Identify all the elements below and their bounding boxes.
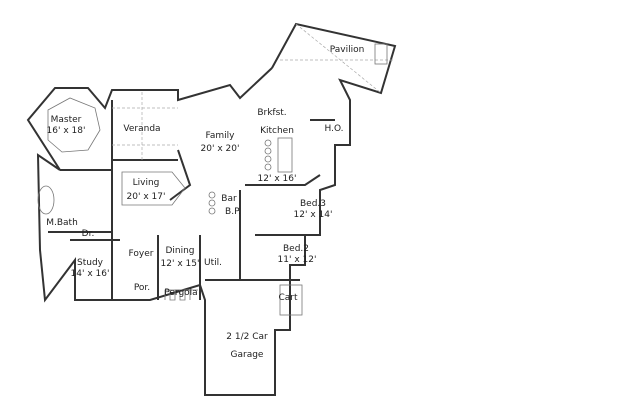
room-garage: 2 1/2 Car: [226, 332, 268, 342]
room-bed3-size: 12' x 14': [294, 210, 333, 220]
room-bed3: Bed.3: [300, 199, 326, 209]
room-kitchen-size: 12' x 16': [258, 174, 297, 184]
room-ho: H.O.: [324, 124, 343, 134]
room-bed2: Bed.2: [283, 244, 309, 254]
room-por: Por.: [134, 283, 150, 293]
room-foyer: Foyer: [129, 249, 154, 259]
room-pergola: Pergola: [164, 288, 197, 298]
room-study-size: 14' x 16': [71, 269, 110, 279]
room-brkfst: Brkfst.: [257, 108, 286, 118]
walls: [26, 22, 397, 396]
room-dr: Dr.: [82, 229, 95, 239]
room-bar: Bar: [221, 194, 237, 204]
room-family-size: 20' x 20': [201, 144, 240, 154]
room-living-size: 20' x 17': [127, 192, 166, 202]
room-master-size: 16' x 18': [47, 126, 86, 136]
room-pavilion: Pavilion: [330, 45, 365, 55]
room-bed2-size: 11' x 12': [278, 255, 317, 265]
room-study: Study: [77, 258, 104, 268]
room-cart: Cart: [278, 293, 297, 303]
room-kitchen: Kitchen: [260, 126, 294, 136]
room-util: Util.: [204, 258, 222, 268]
room-garage-label: Garage: [231, 350, 264, 360]
room-family: Family: [206, 131, 236, 141]
room-dining-size: 12' x 15': [161, 259, 200, 269]
room-living: Living: [133, 178, 160, 188]
room-labels: Pavilion Master 16' x 18' Veranda Family…: [46, 45, 364, 360]
interior-details: [37, 23, 395, 316]
room-master: Master: [51, 115, 82, 125]
room-mbath: M.Bath: [46, 218, 78, 228]
room-veranda: Veranda: [123, 124, 160, 134]
room-bp: B.P.: [225, 207, 241, 217]
room-dining: Dining: [165, 246, 194, 256]
